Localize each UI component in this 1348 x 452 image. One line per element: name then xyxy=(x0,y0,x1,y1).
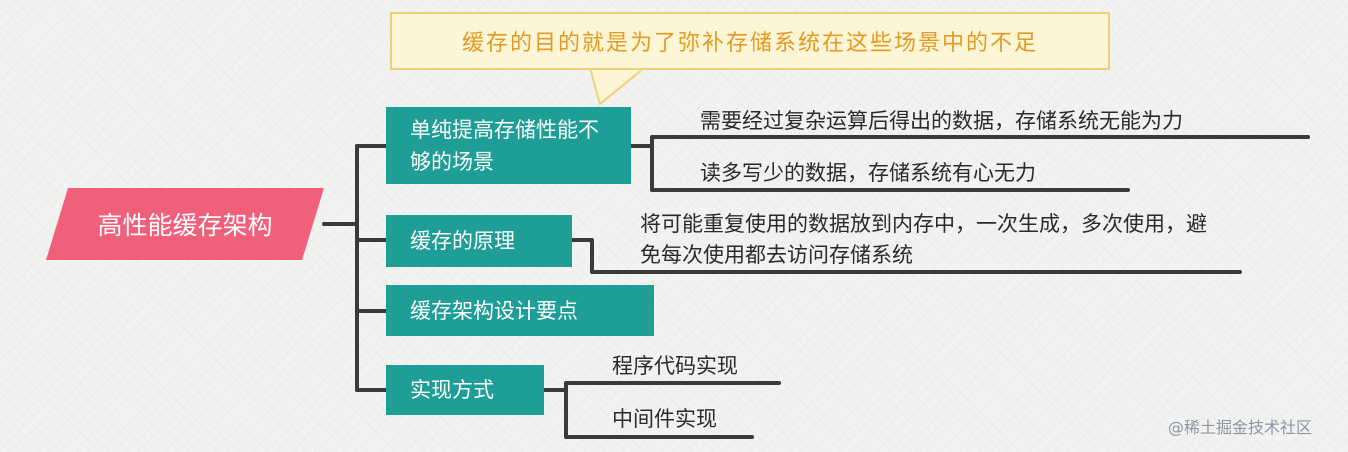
callout-pointer xyxy=(589,67,645,105)
leaf-complex-computation: 需要经过复杂运算后得出的数据，存储系统无能为力 xyxy=(700,109,1183,133)
topic-label: 实现方式 xyxy=(410,378,494,402)
connector-leaf-4-1 xyxy=(542,381,781,392)
leaf-code-implementation: 程序代码实现 xyxy=(612,354,738,378)
connector-leaf-1-1 xyxy=(629,135,1310,148)
connector-leaf-2-1 xyxy=(570,238,1242,274)
topic-cache-principle[interactable]: 缓存的原理 xyxy=(386,215,572,267)
connector-leaf-4-2 xyxy=(564,388,754,439)
topic-storage-limits[interactable]: 单纯提高存储性能不够的场景 xyxy=(386,107,631,184)
callout-note: 缓存的目的就是为了弥补存储系统在这些场景中的不足 xyxy=(390,12,1110,70)
root-topic-label: 高性能缓存架构 xyxy=(97,211,273,240)
root-topic[interactable]: 高性能缓存架构 xyxy=(46,188,324,260)
callout-text: 缓存的目的就是为了弥补存储系统在这些场景中的不足 xyxy=(461,31,1038,56)
leaf-cache-principle-detail: 将可能重复使用的数据放到内存中，一次生成，多次使用，避免每次使用都去访问存储系统 xyxy=(640,212,1207,267)
leaf-read-heavy-data: 读多写少的数据，存储系统有心无力 xyxy=(700,161,1036,185)
connector-leaf-1-2 xyxy=(650,144,1130,192)
leaf-middleware-implementation: 中间件实现 xyxy=(612,407,717,431)
topic-label: 缓存的原理 xyxy=(410,229,515,253)
topic-label: 单纯提高存储性能不够的场景 xyxy=(410,117,599,174)
topic-label: 缓存架构设计要点 xyxy=(410,298,578,323)
topic-implementation[interactable]: 实现方式 xyxy=(386,365,544,415)
topic-cache-design-points[interactable]: 缓存架构设计要点 xyxy=(386,285,654,336)
watermark: @稀土掘金技术社区 xyxy=(1168,418,1313,437)
